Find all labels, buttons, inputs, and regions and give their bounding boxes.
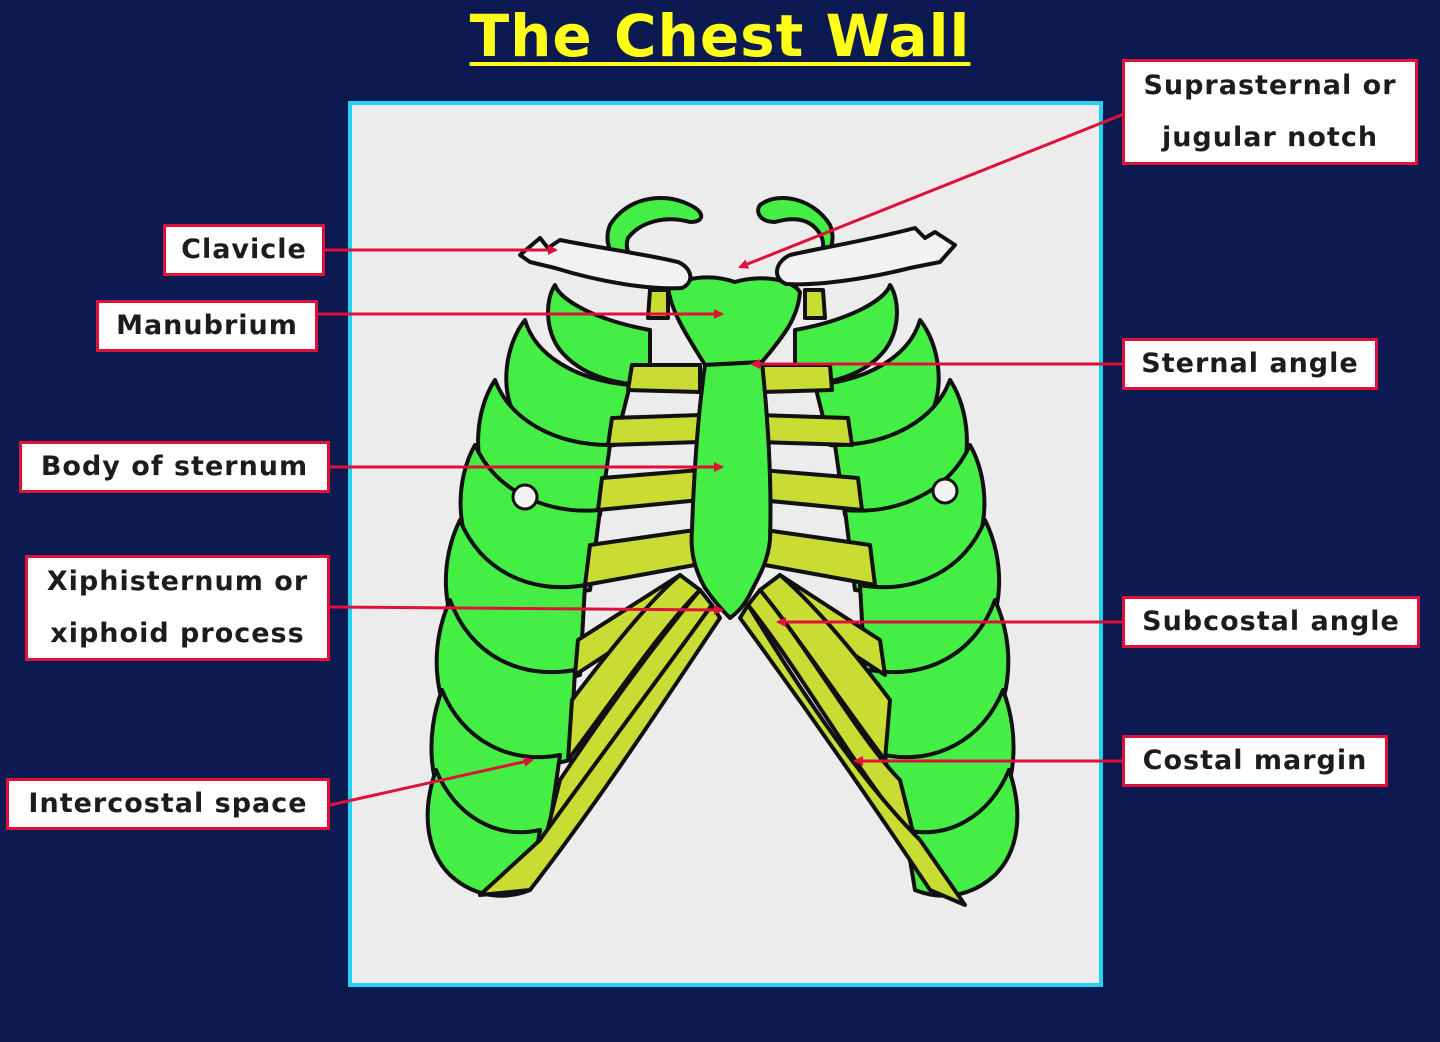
label-subcostal-angle: Subcostal angle xyxy=(1122,596,1420,648)
diagram-title: The Chest Wall xyxy=(469,2,971,70)
pointer-xiphisternum xyxy=(329,604,724,615)
left-clavicle xyxy=(518,236,693,291)
label-costal-margin: Costal margin xyxy=(1122,735,1388,787)
label-sternal-angle: Sternal angle xyxy=(1122,338,1378,390)
sternum xyxy=(666,275,802,620)
right-ribs xyxy=(756,195,1020,898)
label-intercostal-space: Intercostal space xyxy=(6,778,330,830)
right-clavicle xyxy=(775,226,957,287)
label-body-of-sternum: Body of sternum xyxy=(19,441,330,493)
label-xiphisternum: Xiphisternum or xiphoid process xyxy=(25,555,330,661)
left-nipple xyxy=(511,483,539,511)
label-manubrium: Manubrium xyxy=(96,300,318,352)
label-clavicle: Clavicle xyxy=(163,224,325,276)
pointer-intercostal-space xyxy=(329,756,534,807)
label-suprasternal-notch: Suprasternal or jugular notch xyxy=(1122,59,1418,165)
right-nipple xyxy=(931,477,959,505)
pointer-suprasternal-notch xyxy=(738,112,1125,269)
